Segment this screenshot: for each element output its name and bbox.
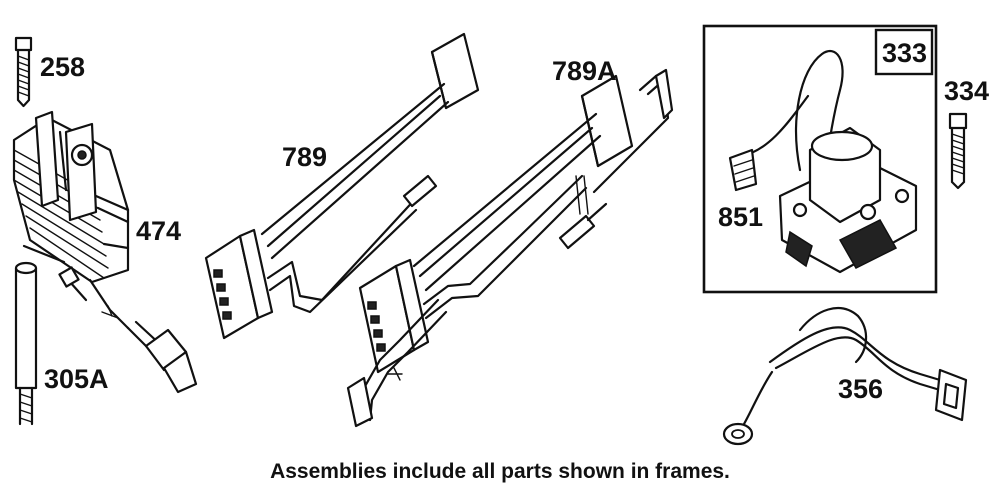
ground-wire-356 — [722, 306, 968, 446]
label-356: 356 — [838, 374, 883, 404]
ignition-module — [728, 49, 918, 274]
label-474: 474 — [136, 216, 181, 246]
label-789A: 789A — [552, 56, 617, 86]
screw-334 — [948, 112, 968, 190]
harness-789 — [204, 32, 480, 340]
label-789: 789 — [282, 142, 327, 172]
label-305A: 305A — [44, 364, 109, 394]
armature-474 — [12, 110, 198, 394]
label-333: 333 — [882, 38, 927, 68]
harness-789A — [346, 68, 674, 428]
caption: Assemblies include all parts shown in fr… — [270, 460, 730, 483]
screw-258 — [14, 36, 33, 108]
frame-333 — [702, 24, 938, 294]
label-334: 334 — [944, 76, 989, 106]
label-258: 258 — [40, 52, 85, 82]
label-851: 851 — [718, 202, 763, 232]
spacer-305A — [14, 261, 38, 426]
